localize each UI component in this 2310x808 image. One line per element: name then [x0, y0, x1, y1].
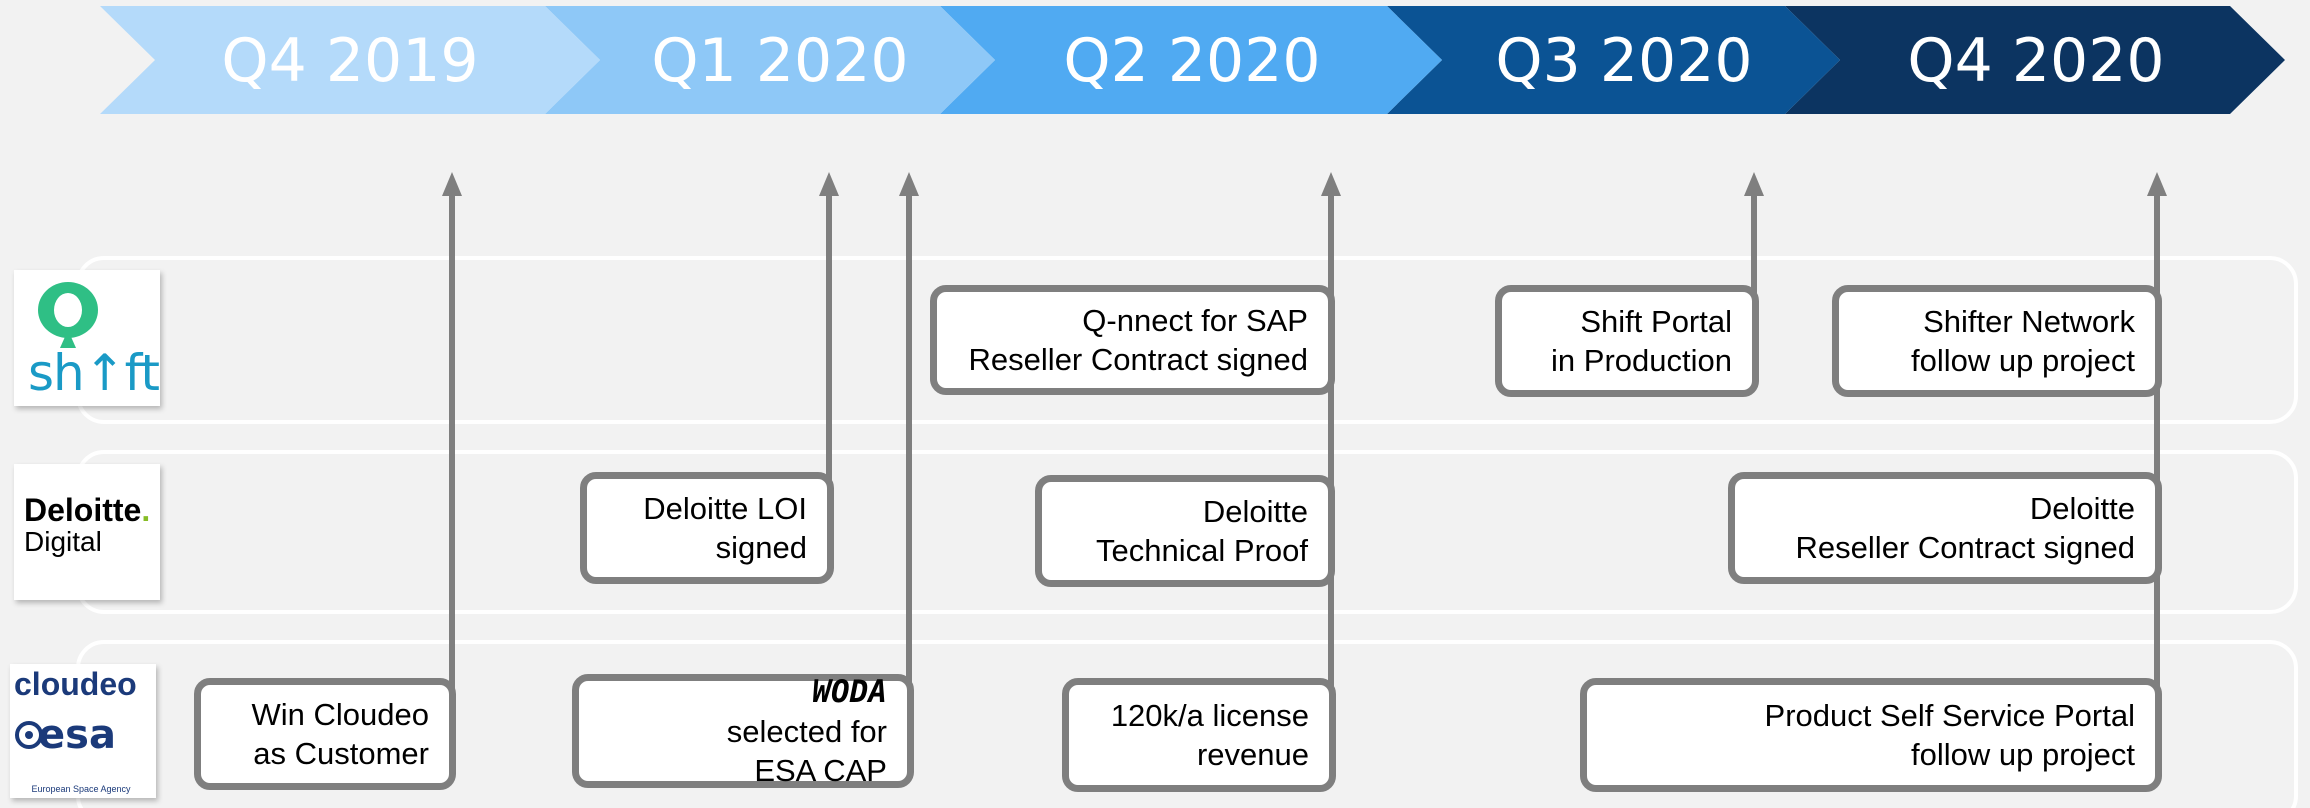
chevron-q4-2019: [100, 6, 600, 114]
milestone-line: Deloitte LOI: [643, 491, 807, 526]
deloitte-digital-logo: Deloitte. Digital: [14, 464, 160, 600]
arrowhead-icon: [899, 172, 919, 196]
chevron-q2-2020: [940, 6, 1442, 114]
milestone-line: follow up project: [1910, 343, 2135, 378]
quarter-label-q3-2020: Q3 2020: [1495, 26, 1752, 96]
chevron-q4-2020: [1785, 6, 2285, 114]
quarter-label-q4-2020: Q4 2020: [1907, 26, 2164, 96]
milestone-line: Shifter Network: [1923, 304, 2135, 339]
milestone-product-self-service: Product Self Service Portal follow up pr…: [1580, 678, 2162, 792]
q-mark-icon: [38, 282, 98, 348]
arrowhead-icon: [819, 172, 839, 196]
milestone-license-revenue: 120k/a license revenue: [1062, 678, 1336, 792]
milestone-shifter-network: Shifter Network follow up project: [1832, 285, 2162, 397]
milestone-deloitte-reseller: Deloitte Reseller Contract signed: [1728, 472, 2162, 584]
milestone-line: in Production: [1551, 343, 1732, 378]
milestone-line: 120k/a license: [1110, 698, 1309, 733]
esa-globe-icon: [15, 721, 43, 749]
digital-logo-text: Digital: [24, 526, 102, 557]
arrowhead-icon: [442, 172, 462, 196]
cloudeo-esa-logo: cloudeo esa European Space Agency: [10, 664, 156, 798]
milestone-deloitte-loi: Deloitte LOI signed: [580, 472, 834, 584]
milestone-line: Reseller Contract signed: [968, 342, 1308, 377]
quarter-label-q4-2019: Q4 2019: [221, 26, 478, 96]
milestone-line: follow up project: [1910, 737, 2135, 772]
milestone-line: signed: [715, 530, 807, 565]
arrowhead-icon: [2147, 172, 2167, 196]
milestone-line: Q-nnect for SAP: [1082, 303, 1308, 338]
chevron-q3-2020: [1387, 6, 1840, 114]
milestone-qnnect-sap: Q-nnect for SAP Reseller Contract signed: [930, 285, 1335, 395]
esa-logo-subtitle: European Space Agency: [31, 784, 131, 794]
milestone-line: revenue: [1196, 737, 1309, 772]
arrowhead-icon: [1744, 172, 1764, 196]
milestone-shift-portal: Shift Portal in Production: [1495, 285, 1759, 397]
woda-brand: WODA: [812, 673, 887, 710]
quarter-label-q2-2020: Q2 2020: [1063, 26, 1320, 96]
shift-logo-text: sh↑ft: [28, 344, 160, 402]
milestone-line: Deloitte: [2029, 491, 2135, 526]
milestone-woda-esa-cap: WODA selected for ESA CAP: [572, 674, 914, 788]
milestone-deloitte-technical-proof: Deloitte Technical Proof: [1035, 475, 1335, 587]
milestone-line: ESA CAP: [754, 752, 887, 788]
milestone-line: Deloitte: [1202, 494, 1308, 529]
milestone-line: Shift Portal: [1580, 304, 1732, 339]
milestone-line: as Customer: [253, 736, 429, 771]
cloudeo-logo-text: cloudeo: [14, 666, 137, 702]
arrowhead-icon: [1321, 172, 1341, 196]
milestone-line: Technical Proof: [1096, 533, 1308, 568]
chevron-q1-2020: [545, 6, 995, 114]
quarter-label-q1-2020: Q1 2020: [651, 26, 908, 96]
milestone-win-cloudeo: Win Cloudeo as Customer: [194, 678, 456, 790]
milestone-line: Reseller Contract signed: [1795, 530, 2135, 565]
esa-logo-text: esa: [38, 712, 116, 758]
milestone-line: Product Self Service Portal: [1764, 698, 2135, 733]
deloitte-logo-text: Deloitte.: [24, 492, 151, 528]
milestone-line: WODA selected for: [718, 673, 887, 749]
timeline-header: Q4 2019 Q1 2020 Q2 2020 Q3 2020 Q4 2020: [100, 6, 2285, 114]
shift-logo: sh↑ft: [14, 270, 160, 406]
milestone-line: Win Cloudeo: [251, 697, 429, 732]
